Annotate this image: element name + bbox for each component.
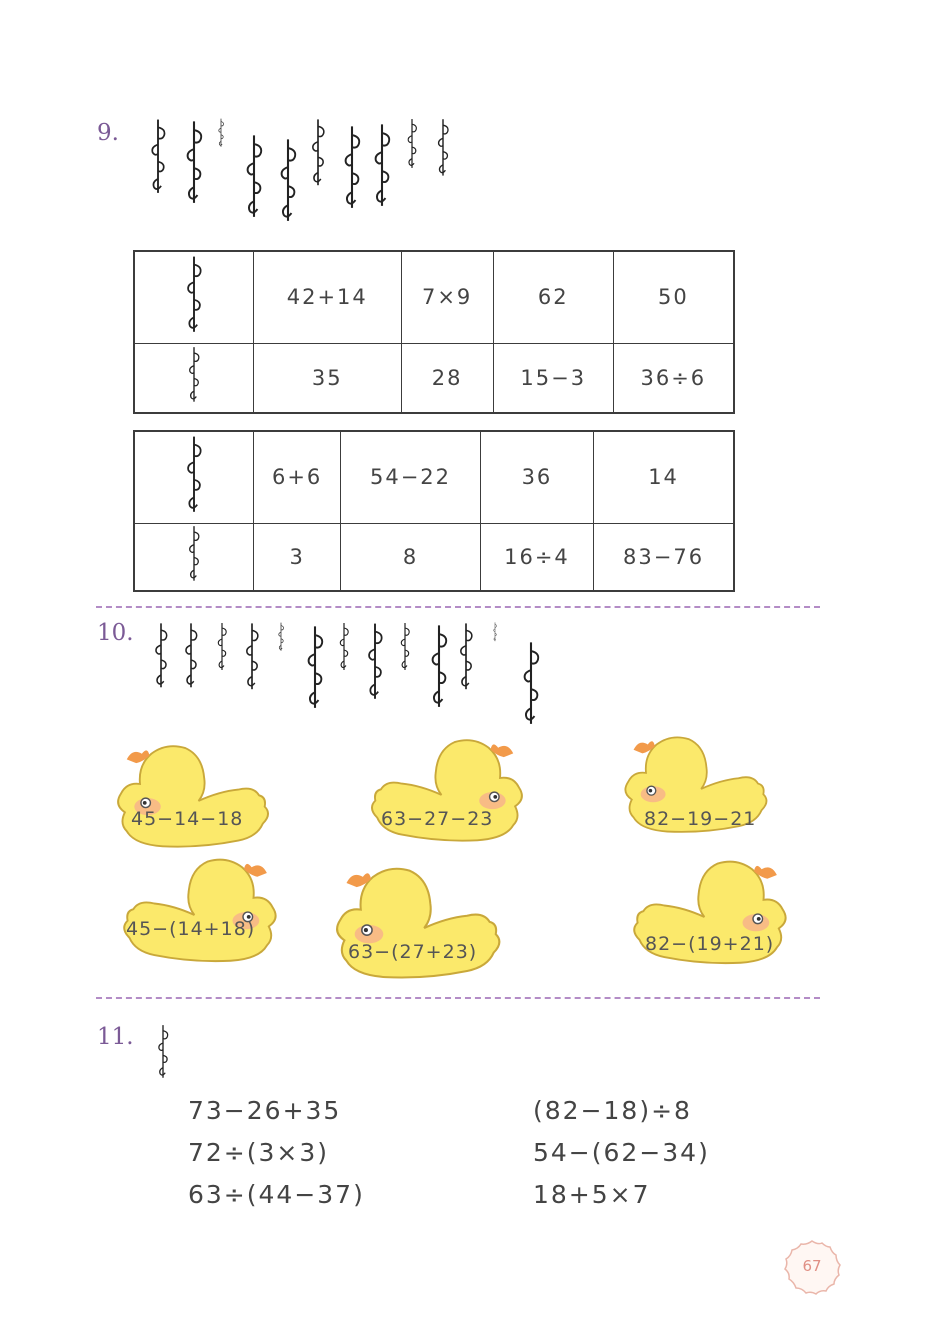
duck-illustration [117, 745, 269, 848]
table-cell: 50 [612, 250, 735, 344]
table-row: 35 28 15−3 36÷6 [133, 342, 735, 414]
table-cell: 7×9 [400, 250, 494, 344]
question-number-11: 11. [97, 1024, 134, 1050]
table-cell: 83−76 [593, 522, 735, 592]
page-number-badge [784, 1240, 841, 1295]
duck-expression: 82−(19+21) [645, 933, 775, 955]
table-cell: 28 [400, 342, 494, 414]
table-cell: 15−3 [492, 342, 614, 414]
duck-illustration [624, 736, 768, 833]
mongolian-row-label [133, 430, 254, 524]
table-cell: 6+6 [252, 430, 342, 524]
table-cell: 8 [340, 522, 481, 592]
mongolian-row-label [133, 342, 254, 414]
duck-expression: 82−19−21 [644, 808, 757, 830]
expression: 54−(62−34) [533, 1138, 710, 1167]
page-number: 67 [802, 1257, 822, 1275]
table-cell: 54−22 [340, 430, 481, 524]
table-row: 3 8 16÷4 83−76 [133, 522, 735, 592]
expression: (82−18)÷8 [533, 1096, 692, 1125]
expression: 72÷(3×3) [188, 1138, 330, 1167]
question-number-9: 9. [97, 120, 119, 146]
mongolian-instruction-q9 [151, 118, 449, 223]
table-cell: 62 [492, 250, 614, 344]
duck-expression: 63−27−23 [381, 808, 494, 830]
table-row: 6+6 54−22 36 14 [133, 430, 735, 524]
exercise-table-2: 6+6 54−22 36 14 3 8 16÷4 83−76 [133, 430, 735, 592]
duck-illustration [371, 739, 523, 842]
table-row: 42+14 7×9 62 50 [133, 250, 735, 344]
expression: 73−26+35 [188, 1096, 342, 1125]
duck-expression: 45−14−18 [131, 808, 244, 830]
duck-expression: 45−(14+18) [126, 918, 256, 940]
mongolian-instruction-q11 [157, 1024, 169, 1079]
table-cell: 35 [253, 342, 402, 414]
table-cell: 42+14 [253, 250, 402, 344]
duck-illustration [633, 860, 787, 965]
expression: 18+5×7 [533, 1180, 651, 1209]
duck-expression: 63−(27+23) [348, 941, 478, 963]
section-divider [96, 997, 820, 999]
table-cell: 36÷6 [612, 342, 735, 414]
expression: 63÷(44−37) [188, 1180, 365, 1209]
duck-illustration [336, 867, 501, 979]
table-cell: 14 [593, 430, 735, 524]
question-number-10: 10. [97, 620, 134, 646]
table-cell: 3 [252, 522, 342, 592]
mongolian-row-label [133, 250, 254, 344]
duck-illustration [123, 858, 277, 963]
table-cell: 36 [479, 430, 595, 524]
table-cell: 16÷4 [479, 522, 595, 592]
mongolian-row-label [133, 522, 254, 592]
exercise-table-1: 42+14 7×9 62 50 35 28 15−3 36÷6 [133, 250, 735, 414]
section-divider [96, 606, 820, 608]
